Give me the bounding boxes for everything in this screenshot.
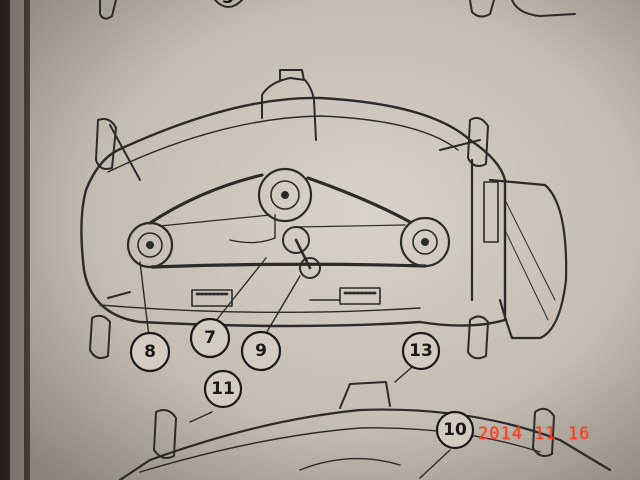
- gauge-wheel-upper-left: [95, 118, 117, 170]
- belt-inner-right: [295, 224, 406, 228]
- belt-lower: [150, 262, 427, 269]
- lower-deck-rim: [139, 427, 541, 473]
- center-spindle-hub: [270, 180, 300, 210]
- spring-bracket-left: [191, 289, 233, 307]
- callout-9-circle: [240, 330, 282, 372]
- idler-arm-pivot: [299, 257, 321, 279]
- rear-bracket-top: [279, 69, 305, 81]
- lower-blade-outline: [299, 457, 401, 471]
- callout-13-circle: [401, 331, 441, 371]
- gauge-wheel-arm-upper-left: [109, 124, 141, 181]
- idler-arm: [294, 238, 312, 270]
- callout-8-circle: [129, 331, 171, 373]
- leader-11: [189, 411, 213, 423]
- gauge-wheel-arm-upper-right: [439, 139, 481, 151]
- callouts: [129, 317, 475, 450]
- callout-10-circle: [435, 410, 475, 450]
- left-spindle-bolt: [146, 241, 154, 249]
- belt-upper-right: [306, 176, 412, 224]
- callout-8-label: 8: [144, 342, 156, 362]
- left-spindle-hub: [137, 232, 163, 258]
- belt-guide-bracket: [229, 214, 276, 244]
- gauge-wheel-lower-left: [89, 314, 111, 359]
- deck-outline: [80, 96, 507, 328]
- callout-9-label: 9: [255, 341, 267, 361]
- chute-detail-1: [504, 199, 556, 301]
- manual-page: [30, 0, 640, 480]
- callout-7-label: 7: [204, 328, 216, 348]
- leader-8: [139, 261, 151, 346]
- top-right-part: [469, 0, 495, 18]
- lower-gauge-wheel-right: [532, 407, 555, 457]
- callout-7-circle: [189, 317, 231, 359]
- lower-deck-outline: [118, 408, 612, 480]
- lower-rear-bracket: [339, 381, 391, 409]
- gauge-wheel-arm-lower-left: [107, 291, 131, 299]
- gauge-wheel-upper-right: [467, 117, 489, 167]
- right-spindle-hub: [412, 229, 438, 255]
- leader-10: [419, 449, 451, 479]
- top-right-curve: [511, 0, 576, 17]
- chute-detail-2: [504, 229, 549, 321]
- camera-date-stamp: 2014 11 16: [478, 424, 591, 444]
- line-art: [80, 0, 612, 480]
- callout-10-label: 10: [443, 420, 467, 440]
- center-spindle-pulley: [257, 167, 313, 223]
- callout-11-circle: [203, 369, 243, 409]
- leader-7: [214, 257, 267, 323]
- discharge-chute: [488, 178, 568, 340]
- right-spindle-bolt: [421, 238, 429, 246]
- callout-3-label-partial: 3: [222, 0, 234, 8]
- rear-bracket: [261, 77, 317, 141]
- leader-9: [264, 275, 301, 336]
- chute-bracket: [483, 181, 499, 243]
- top-left-part: [99, 0, 117, 20]
- gauge-wheel-lower-right: [467, 315, 489, 360]
- lower-gauge-wheel-left: [153, 409, 177, 459]
- spring-bracket-right: [339, 287, 381, 305]
- belt-upper-left: [148, 173, 264, 225]
- belt-inner-left: [159, 214, 271, 227]
- deck-lower-rim: [99, 304, 421, 314]
- callout-13-label: 13: [409, 341, 433, 361]
- deck-inner-rim: [107, 115, 459, 173]
- callout-3-circle-partial: [214, 0, 243, 8]
- callout-11-label: 11: [211, 379, 235, 399]
- center-spindle-bolt: [281, 191, 289, 199]
- adjacent-page-edge: [10, 0, 24, 480]
